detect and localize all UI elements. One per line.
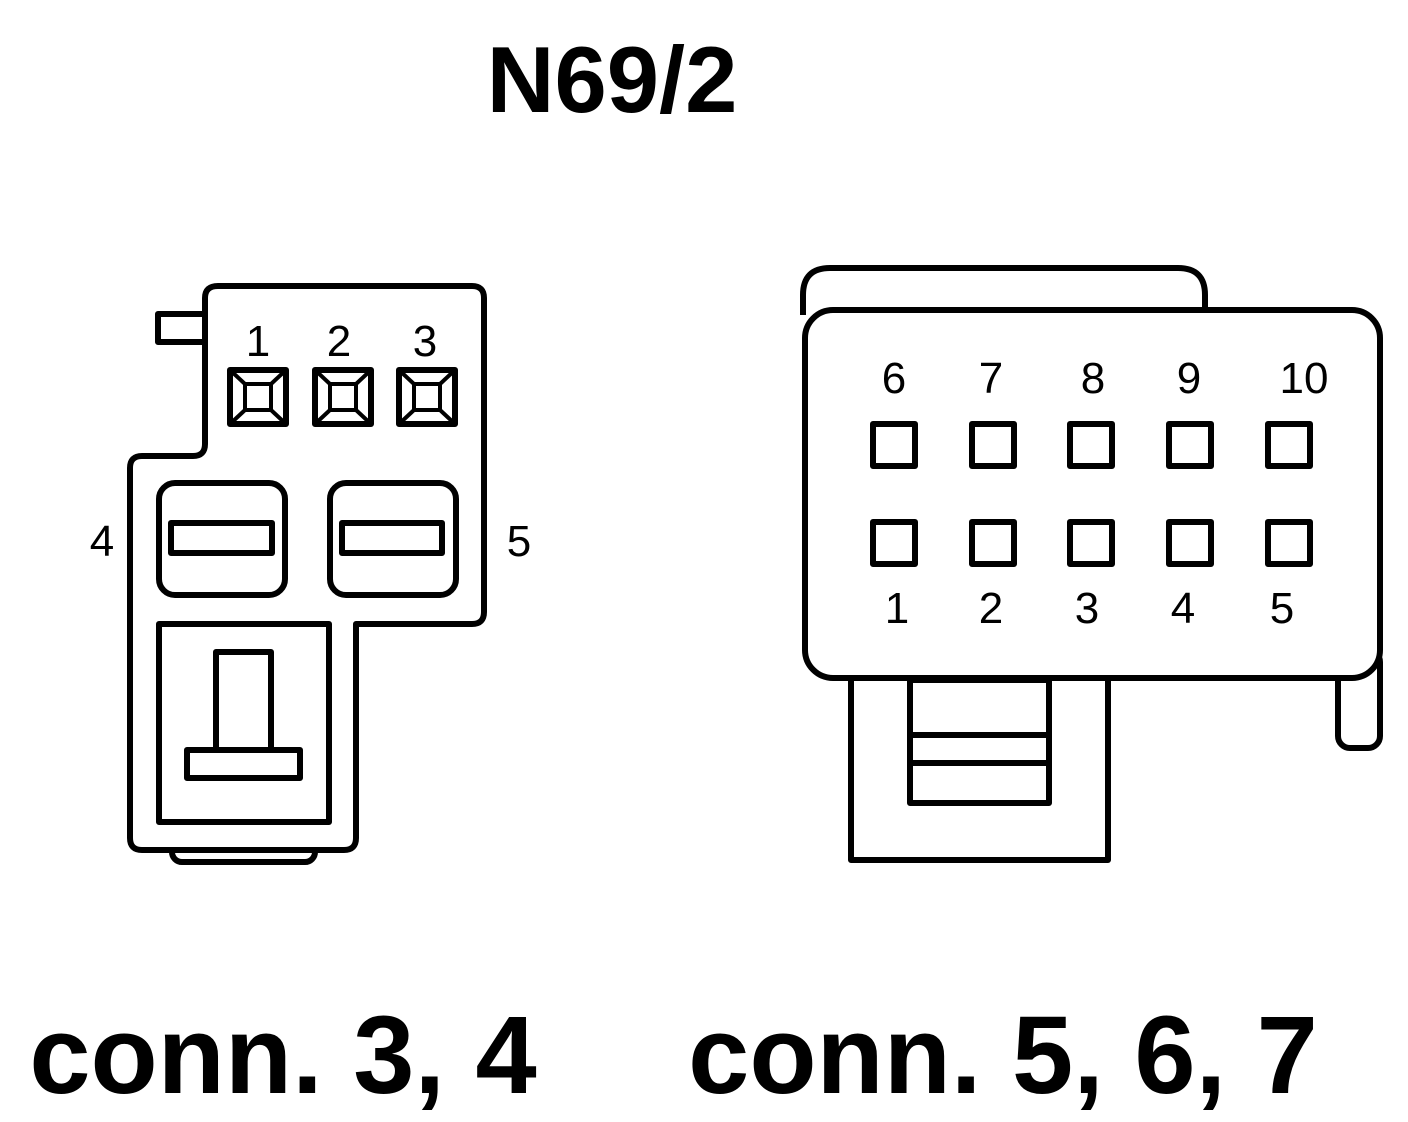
pin-label-1: 1	[885, 584, 909, 633]
pin-label-4: 4	[90, 517, 114, 566]
pin-cell-1	[870, 519, 918, 567]
pin-cell-9	[1166, 421, 1214, 469]
connector-right-housing	[802, 307, 1383, 681]
pin-cell-4	[1166, 519, 1214, 567]
pin-label-3: 3	[413, 317, 437, 366]
pin-cell-2	[969, 519, 1017, 567]
pin-label-5: 5	[507, 517, 531, 566]
pin-cell-4	[156, 480, 288, 598]
pin-label-3: 3	[1075, 584, 1099, 633]
pin-cell-2	[312, 367, 374, 427]
connector-right-rear-cover	[800, 265, 1208, 315]
connector-right: 6 7 8 9 10 1 2 3 4 5	[800, 265, 1383, 863]
pin-cell-7	[969, 421, 1017, 469]
pin-cell-3	[1067, 519, 1115, 567]
connector-right-inner-latch	[907, 677, 1052, 806]
pin-label-5: 5	[1270, 584, 1294, 633]
pin-cell-6	[870, 421, 918, 469]
pin-label-1: 1	[246, 317, 270, 366]
pin-cell-10	[1265, 421, 1313, 469]
pin-label-2: 2	[979, 584, 1003, 633]
pin-label-4: 4	[1171, 584, 1195, 633]
pin-label-10: 10	[1280, 354, 1329, 403]
pin-cell-1	[227, 367, 289, 427]
pin-cell-5	[1265, 519, 1313, 567]
pin-label-6: 6	[882, 354, 906, 403]
pin-cell-8	[1067, 421, 1115, 469]
connector-left: 1 2 3 4 5	[90, 283, 531, 865]
connector-left-side-latch	[155, 311, 211, 345]
pin-label-8: 8	[1081, 354, 1105, 403]
pin-cell-5	[327, 480, 459, 598]
pin-label-9: 9	[1177, 354, 1201, 403]
pin-label-7: 7	[979, 354, 1003, 403]
connector-left-caption: conn. 3, 4	[29, 994, 536, 1117]
connector-left-lock-slot	[156, 621, 332, 825]
pin-label-2: 2	[327, 317, 351, 366]
diagram-title: N69/2	[487, 27, 738, 132]
connector-right-caption: conn. 5, 6, 7	[688, 994, 1318, 1117]
pin-cell-3	[396, 367, 458, 427]
